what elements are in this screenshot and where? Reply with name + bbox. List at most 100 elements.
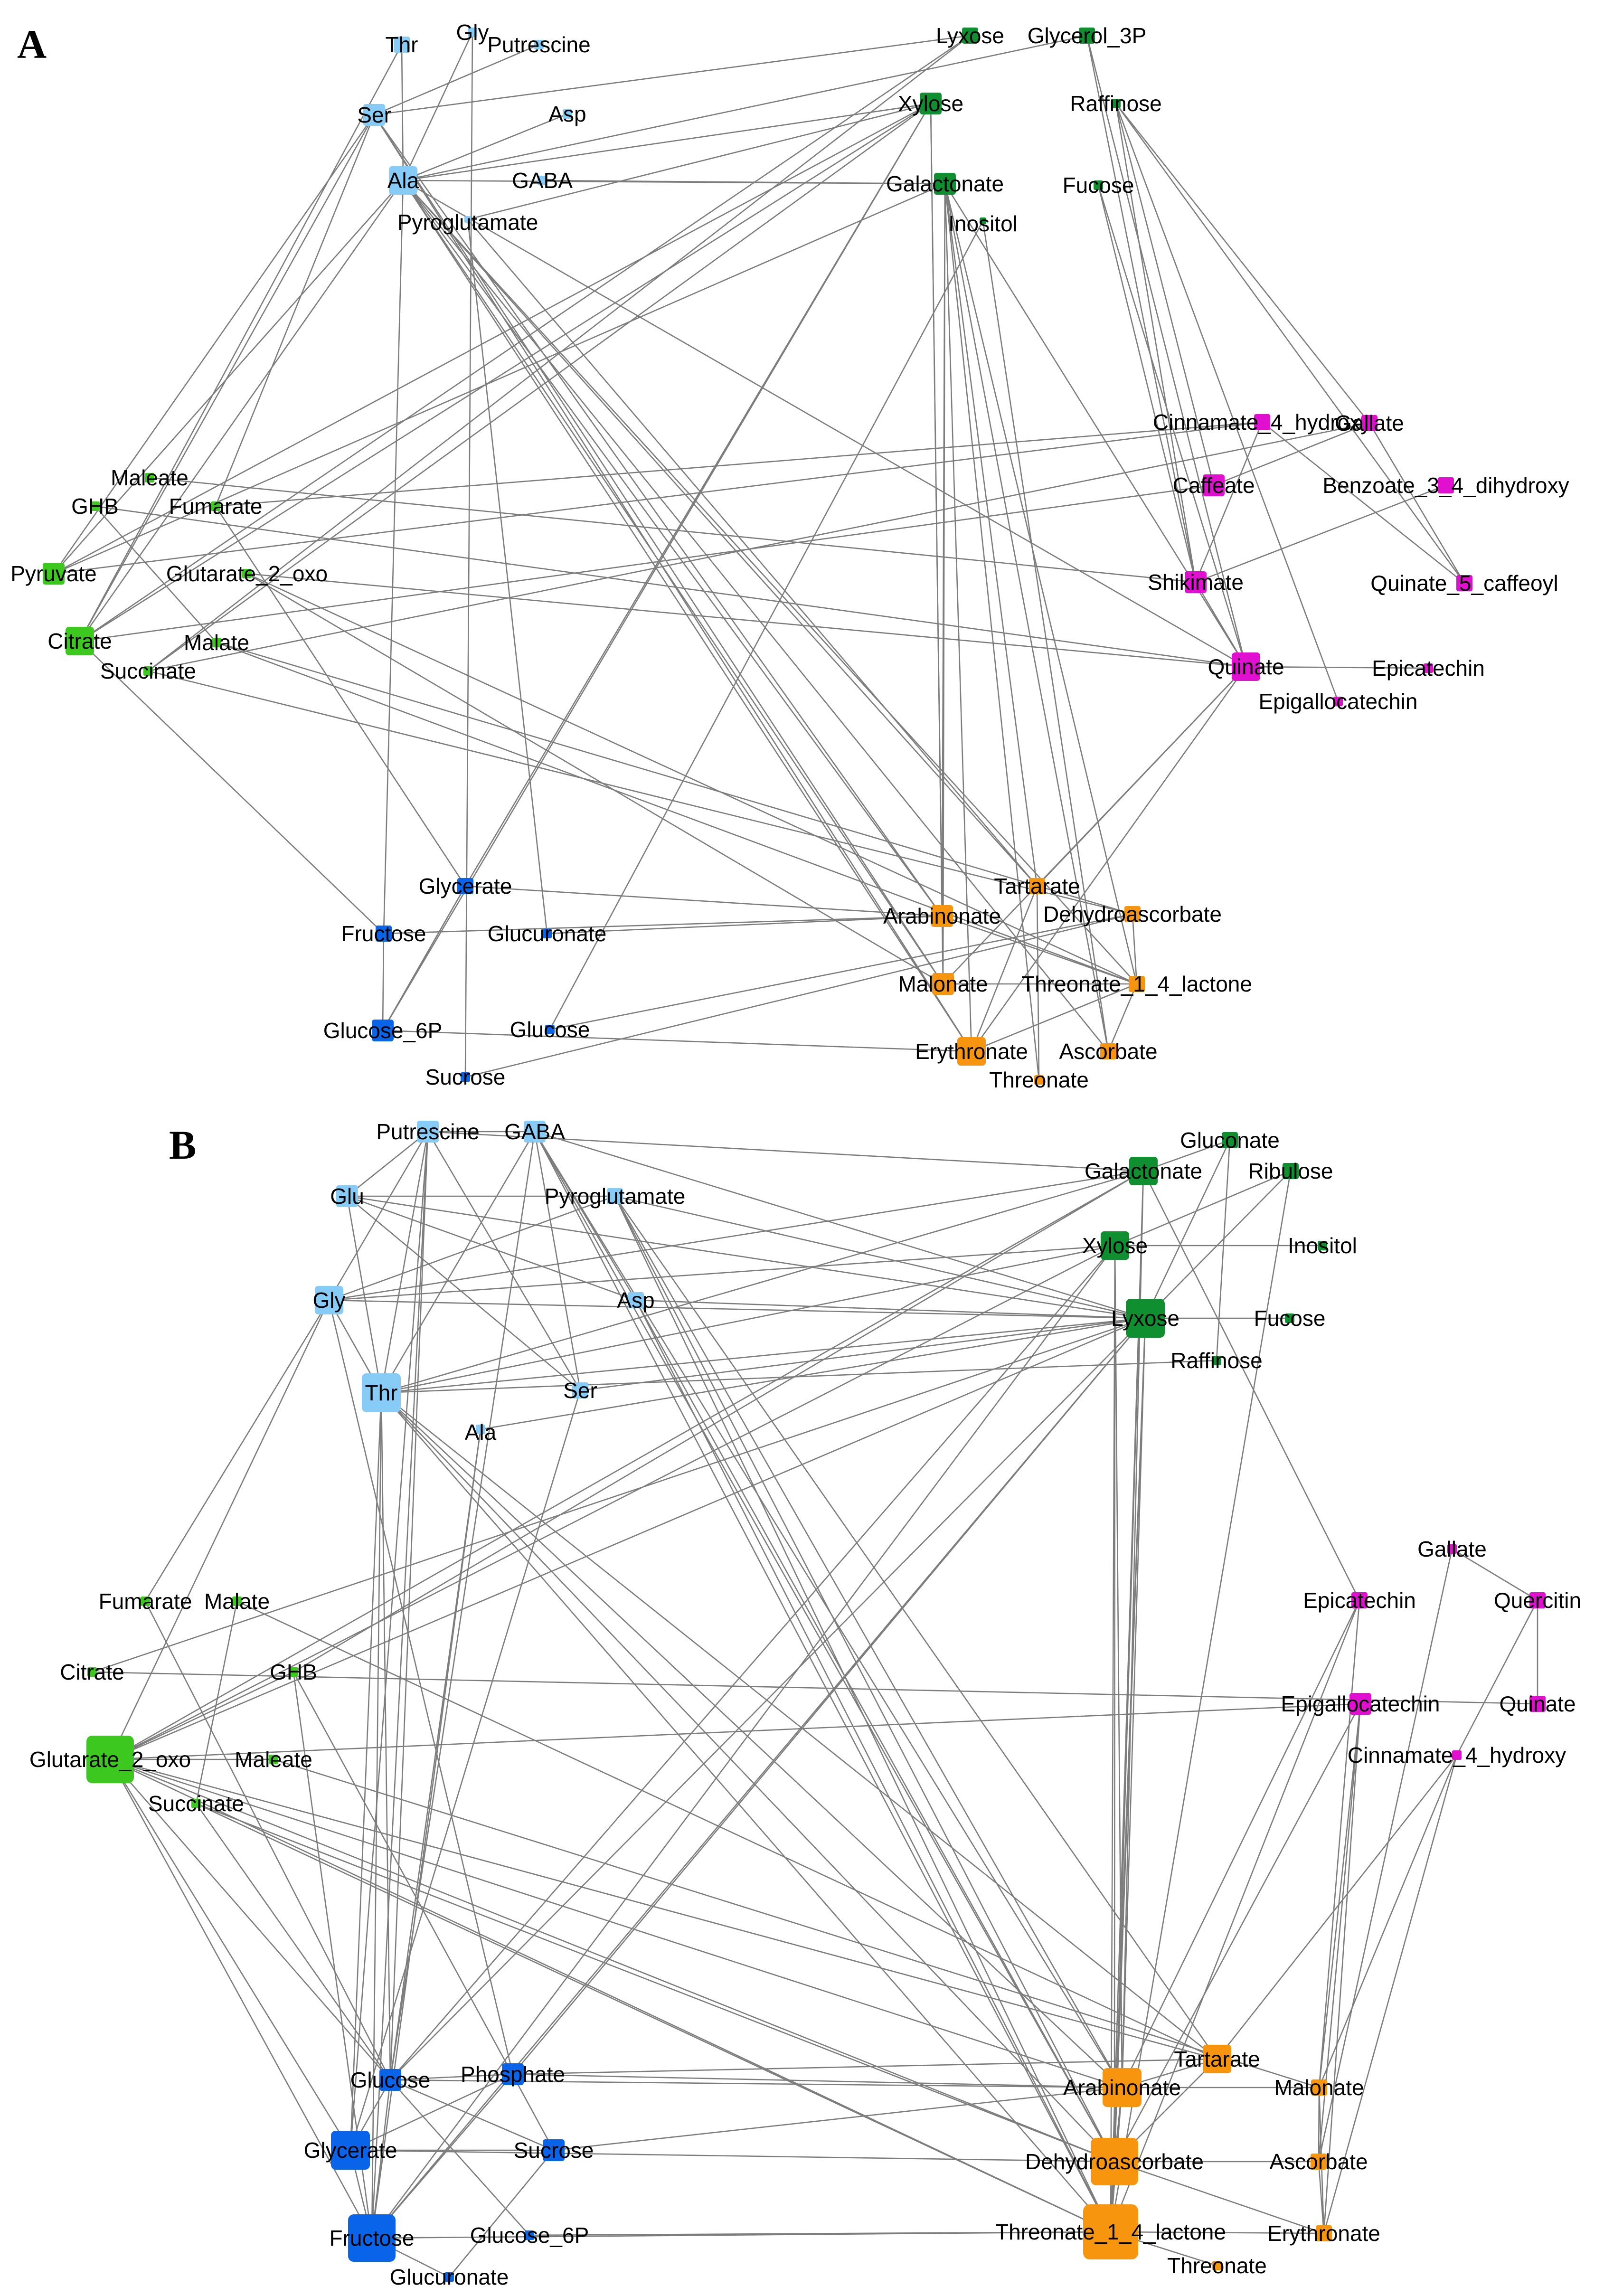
panel-a-node-sucrose[interactable]: Sucrose — [425, 1065, 506, 1089]
panel-b-node-gly[interactable]: Gly — [313, 1286, 346, 1314]
panel-a-node-malonate[interactable]: Malonate — [898, 972, 988, 996]
panel-a-node-shikimate[interactable]: Shikimate — [1148, 570, 1244, 595]
panel-b-node-malonate[interactable]: Malonate — [1274, 2075, 1364, 2100]
panel-b-node-fucose[interactable]: Fucose — [1254, 1306, 1326, 1331]
panel-b-node-thr[interactable]: Thr — [362, 1373, 401, 1412]
panel-b-node-ser[interactable]: Ser — [563, 1378, 597, 1403]
panel-b-node-fumarate[interactable]: Fumarate — [99, 1589, 192, 1614]
panel-b-node-glucose[interactable]: Glucose — [350, 2068, 431, 2092]
panel-a-node-glutarate-2-oxo[interactable]: Glutarate_2_oxo — [166, 561, 328, 586]
panel-a-node-tartarate[interactable]: Tartarate — [994, 874, 1080, 898]
panel-a-node-glucose-6p[interactable]: Glucose_6P — [323, 1018, 443, 1043]
panel-b-node-ala[interactable]: Ala — [465, 1420, 497, 1445]
panel-a-node-cinnamate-4-hydroxy[interactable]: Cinnamate_4_hydroxy — [1153, 410, 1371, 435]
panel-b-node-glycerate[interactable]: Glycerate — [304, 2131, 397, 2170]
panel-b-node-glutarate-2-oxo[interactable]: Glutarate_2_oxo — [29, 1736, 191, 1783]
panel-b-node-dehydroascorbate[interactable]: Dehydroascorbate — [1025, 2138, 1204, 2185]
panel-a-node-ascorbate[interactable]: Ascorbate — [1059, 1039, 1157, 1064]
panel-b-node-gallate[interactable]: Gallate — [1417, 1537, 1487, 1561]
panel-a-node-lyxose[interactable]: Lyxose — [936, 23, 1004, 48]
panel-a-node-thr[interactable]: Thr — [386, 32, 418, 57]
panel-b-node-tartarate[interactable]: Tartarate — [1174, 2045, 1260, 2073]
panel-b-node-glu[interactable]: Glu — [330, 1184, 364, 1209]
panel-a-node-glycerate[interactable]: Glycerate — [419, 874, 512, 898]
panel-b-node-epicatechin[interactable]: Epicatechin — [1303, 1588, 1416, 1613]
panel-b-edge-xylose-fructose — [371, 1245, 1116, 2239]
panel-a-node-malate[interactable]: Malate — [184, 630, 249, 655]
panel-a-node-glycerol-3p[interactable]: Glycerol_3P — [1028, 23, 1147, 48]
panel-b-node-fructose[interactable]: Fructose — [330, 2214, 415, 2262]
panel-a-node-quinate-5-caffeoyl[interactable]: Quinate_5_caffeoyl — [1370, 571, 1558, 595]
panel-b-node-ribulose[interactable]: Ribulose — [1248, 1159, 1333, 1183]
panel-a-node-maleate[interactable]: Maleate — [111, 465, 189, 490]
panel-b-node-glucose-6p[interactable]: Glucose_6P — [470, 2223, 589, 2248]
panel-a-node-putrescine[interactable]: Putrescine — [487, 32, 590, 57]
panel-b-node-galactonate[interactable]: Galactonate — [1085, 1157, 1202, 1185]
panel-b-node-threonate-label: Threonate — [1167, 2253, 1267, 2278]
panel-a-node-fucose[interactable]: Fucose — [1063, 173, 1134, 198]
panel-a-node-benzoate-3-4-dihydroxy[interactable]: Benzoate_3_4_dihydroxy — [1322, 473, 1569, 498]
panel-a-node-caffeate[interactable]: Caffeate — [1172, 473, 1255, 498]
panel-a-node-ala[interactable]: Ala — [387, 166, 419, 195]
panel-b-node-asp[interactable]: Asp — [617, 1288, 654, 1313]
panel-b-node-phosphate[interactable]: Phosphate — [461, 2062, 565, 2087]
panel-b-node-epigallocatechin[interactable]: Epigallocatechin — [1281, 1691, 1440, 1716]
panel-b-node-putrescine[interactable]: Putrescine — [376, 1119, 479, 1144]
panel-a-node-xylose[interactable]: Xylose — [898, 91, 963, 116]
panel-b-node-maleate[interactable]: Maleate — [235, 1747, 312, 1772]
panel-b-node-gaba[interactable]: GABA — [504, 1119, 565, 1144]
panel-a-node-gly[interactable]: Gly — [456, 20, 489, 45]
panel-a-node-gallate[interactable]: Gallate — [1335, 411, 1404, 435]
panel-b-node-inositol[interactable]: Inositol — [1288, 1233, 1357, 1258]
panel-b-node-glucuronate[interactable]: Glucuronate — [390, 2265, 509, 2289]
panel-b-node-malate[interactable]: Malate — [204, 1589, 270, 1614]
panel-a-node-citrate[interactable]: Citrate — [47, 627, 112, 655]
panel-a-node-gaba[interactable]: GABA — [512, 168, 573, 193]
panel-a-node-erythronate[interactable]: Erythronate — [915, 1037, 1028, 1066]
panel-a-node-galactonate[interactable]: Galactonate — [886, 171, 1004, 196]
panel-b-node-lyxose[interactable]: Lyxose — [1111, 1299, 1179, 1338]
panel-a-node-pyruvate[interactable]: Pyruvate — [10, 561, 97, 586]
panel-a-node-quinate[interactable]: Quinate — [1208, 652, 1284, 681]
panel-a-node-asp[interactable]: Asp — [548, 102, 586, 126]
panel-b-node-xylose[interactable]: Xylose — [1082, 1231, 1148, 1260]
panel-b-node-quinate[interactable]: Quinate — [1499, 1691, 1576, 1716]
panel-b-node-threonate-1-4-lactone[interactable]: Threonate_1_4_lactone — [995, 2204, 1226, 2259]
panel-a-node-glucose[interactable]: Glucose — [510, 1017, 590, 1042]
panel-b-node-quercitin[interactable]: Quercitin — [1494, 1588, 1581, 1613]
panel-a-node-pyroglutamate[interactable]: Pyroglutamate — [397, 210, 538, 235]
panel-b-node-citrate[interactable]: Citrate — [60, 1660, 124, 1684]
panel-b-node-gluconate[interactable]: Gluconate — [1180, 1128, 1280, 1153]
panel-a-node-succinate[interactable]: Succinate — [100, 659, 196, 683]
panel-b-node-sucrose[interactable]: Sucrose — [514, 2138, 594, 2163]
panel-b-node-succinate[interactable]: Succinate — [148, 1791, 244, 1816]
panel-b-node-cinnamate-4-hydroxy[interactable]: Cinnamate_4_hydroxy — [1348, 1743, 1566, 1767]
panel-b-node-ghb[interactable]: GHB — [270, 1660, 317, 1684]
panel-b-node-dehydroascorbate-label: Dehydroascorbate — [1025, 2149, 1204, 2174]
panel-b-node-threonate[interactable]: Threonate — [1167, 2253, 1267, 2278]
panel-b-edge-lyxose-glucose — [390, 1318, 1146, 2080]
panel-a-node-epigallocatechin[interactable]: Epigallocatechin — [1258, 689, 1417, 714]
panel-b-node-erythronate[interactable]: Erythronate — [1267, 2221, 1380, 2246]
panel-a-edge-inositol-glucose — [549, 220, 984, 1030]
panel-a-node-inositol[interactable]: Inositol — [948, 211, 1018, 236]
panel-a-node-threonate-1-4-lactone[interactable]: Threonate_1_4_lactone — [1021, 972, 1252, 996]
panel-a-node-fructose[interactable]: Fructose — [341, 921, 426, 946]
panel-a-node-ghb[interactable]: GHB — [71, 494, 119, 519]
panel-b-node-raffinose[interactable]: Raffinose — [1170, 1348, 1263, 1373]
panel-a-node-raffinose[interactable]: Raffinose — [1070, 91, 1162, 116]
panel-a-node-glycerate-label: Glycerate — [419, 874, 512, 898]
panel-a-edge-ser-malonate — [373, 114, 944, 984]
panel-b-node-pyroglutamate[interactable]: Pyroglutamate — [545, 1184, 686, 1209]
panel-b-edge-phosphate-glycerate — [350, 2073, 513, 2151]
panel-a-node-ser[interactable]: Ser — [357, 103, 391, 127]
panel-b-node-gluconate-marker — [1222, 1132, 1238, 1148]
panel-a-node-fumarate[interactable]: Fumarate — [169, 494, 263, 519]
panel-a-node-glucuronate[interactable]: Glucuronate — [488, 921, 607, 946]
panel-a-node-dehydroascorbate[interactable]: Dehydroascorbate — [1043, 902, 1222, 926]
panel-a-node-threonate[interactable]: Threonate — [989, 1068, 1089, 1092]
panel-b-node-arabinonate[interactable]: Arabinonate — [1063, 2068, 1181, 2107]
panel-a-node-epicatechin[interactable]: Epicatechin — [1372, 656, 1485, 680]
panel-b-node-ascorbate[interactable]: Ascorbate — [1269, 2149, 1368, 2174]
panel-a-node-arabinonate[interactable]: Arabinonate — [883, 904, 1001, 928]
